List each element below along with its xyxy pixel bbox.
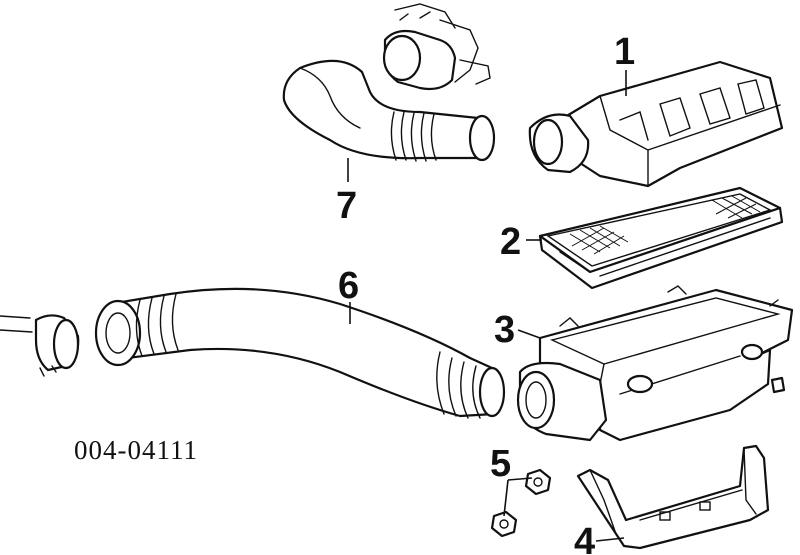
callout-3: 3: [494, 309, 515, 351]
part-5-nuts: [490, 468, 552, 538]
leader-5b: [503, 479, 509, 517]
part-6-lower-hose: [94, 287, 506, 419]
callout-4: 4: [574, 521, 595, 555]
part-3-air-cleaner-case: [516, 285, 794, 442]
leader-3: [517, 329, 541, 339]
part-7-upper-hose: [282, 59, 496, 162]
leader-4: [595, 537, 625, 542]
throttle-body-context: [382, 3, 491, 91]
part-4-bracket: [576, 444, 770, 550]
leader-lines: [347, 70, 627, 542]
callout-1: 1: [614, 31, 635, 73]
left-hose-context: [0, 314, 80, 377]
callout-7: 7: [336, 185, 357, 227]
callout-5: 5: [490, 443, 511, 485]
leader-5a: [507, 477, 533, 481]
part-2-filter-element: [538, 186, 784, 290]
callout-2: 2: [500, 221, 521, 263]
diagram-part-number: 004-04111: [74, 435, 198, 465]
callout-6: 6: [338, 265, 359, 307]
part-1-air-cleaner-cover: [528, 60, 784, 188]
